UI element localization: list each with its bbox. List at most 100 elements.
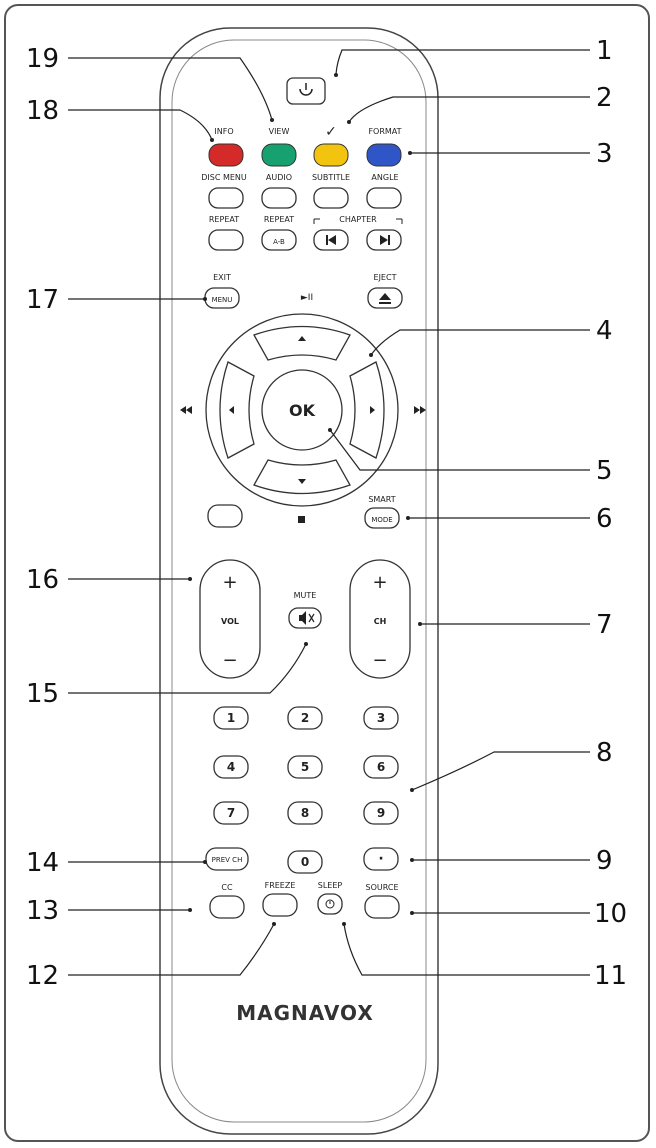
callout-2: 2 [596, 83, 613, 113]
view-label: VIEW [269, 127, 290, 136]
dot-label: · [378, 851, 383, 867]
skip-previous-icon [326, 235, 336, 245]
cc-label: CC [221, 883, 233, 892]
sleep-clock-icon [325, 899, 335, 909]
freeze-button[interactable] [262, 893, 298, 917]
disc-menu-button[interactable] [208, 187, 244, 209]
number-key-5[interactable] [287, 755, 323, 779]
format-label: FORMAT [368, 127, 401, 136]
dpad-left-button[interactable] [219, 361, 255, 459]
dpad-up-button[interactable] [253, 325, 351, 361]
sleep-label: SLEEP [318, 881, 343, 890]
number-key-4[interactable] [213, 755, 249, 779]
ok-button[interactable] [261, 369, 343, 451]
rewind-icon [180, 406, 192, 414]
callout-dots [188, 73, 422, 926]
number-key-3[interactable] [363, 706, 399, 730]
vol-label: VOL [221, 617, 239, 626]
number-key-0[interactable] [287, 850, 323, 874]
number-key-7[interactable] [213, 801, 249, 825]
callout-7: 7 [596, 610, 613, 640]
number-key-label: 7 [227, 806, 235, 820]
callout-8: 8 [596, 738, 613, 768]
callout-10: 10 [594, 899, 627, 929]
play-pause-label: ►II [301, 293, 313, 303]
chapter-label: CHAPTER [339, 215, 377, 224]
info-label: INFO [214, 127, 233, 136]
number-key-label: 1 [227, 711, 235, 725]
ab-key-label: A-B [273, 238, 285, 246]
ch-label: CH [374, 617, 387, 626]
freeze-label: FREEZE [265, 881, 296, 890]
callout-13: 13 [26, 896, 59, 926]
channel-rocker[interactable] [349, 559, 411, 679]
smart-mode-button[interactable] [364, 507, 400, 529]
mode-key-label: MODE [371, 516, 392, 524]
repeat-ab-button[interactable] [261, 229, 297, 251]
callout-5: 5 [596, 456, 613, 486]
callout-14: 14 [26, 848, 59, 878]
source-button[interactable] [364, 895, 400, 919]
angle-label: ANGLE [371, 173, 398, 182]
prev-ch-label: PREV CH [212, 856, 243, 864]
fast-forward-icon [414, 406, 426, 414]
right-arrow-icon [370, 406, 375, 414]
number-key-9[interactable] [363, 801, 399, 825]
volume-rocker[interactable] [199, 559, 261, 679]
red-info-button[interactable] [208, 143, 244, 167]
brand-logo: MAGNAVOX [236, 1001, 374, 1025]
number-key-6[interactable] [363, 755, 399, 779]
subtitle-button[interactable] [313, 187, 349, 209]
callout-16: 16 [26, 565, 59, 595]
dot-button[interactable] [363, 847, 399, 871]
power-icon [299, 83, 313, 96]
repeat-button[interactable] [208, 229, 244, 251]
remote-inner-outline [171, 39, 427, 1123]
eject-label: EJECT [374, 273, 397, 282]
down-arrow-icon [298, 479, 306, 484]
callout-3: 3 [596, 139, 613, 169]
subtitle-label: SUBTITLE [312, 173, 350, 182]
skip-next-icon [380, 235, 390, 245]
callout-9: 9 [596, 846, 613, 876]
number-key-8[interactable] [287, 801, 323, 825]
angle-button[interactable] [366, 187, 402, 209]
vol-plus-label: + [222, 572, 237, 593]
blue-format-button[interactable] [366, 143, 402, 167]
ch-minus-label: − [372, 650, 387, 671]
callout-6: 6 [596, 504, 613, 534]
callout-11: 11 [594, 961, 627, 991]
disc-menu-label: DISC MENU [201, 173, 247, 182]
number-key-1[interactable] [213, 706, 249, 730]
yellow-button[interactable] [313, 143, 349, 167]
mute-speaker-icon [299, 611, 315, 625]
repeat-ab-label: REPEAT [264, 215, 294, 224]
audio-label: AUDIO [266, 173, 292, 182]
blank-button[interactable] [207, 504, 243, 528]
number-key-label: 5 [301, 760, 309, 774]
audio-button[interactable] [261, 187, 297, 209]
check-label: ✓ [325, 124, 337, 140]
repeat-label: REPEAT [209, 215, 239, 224]
callout-19: 19 [26, 44, 59, 74]
callout-18: 18 [26, 96, 59, 126]
dpad-down-button[interactable] [253, 459, 351, 495]
vol-minus-label: − [222, 650, 237, 671]
eject-icon [379, 293, 391, 304]
number-key-label: 8 [301, 806, 309, 820]
power-button[interactable] [286, 77, 326, 105]
dpad-right-button[interactable] [349, 361, 385, 459]
number-key-label: 4 [227, 760, 235, 774]
callout-15: 15 [26, 679, 59, 709]
green-view-button[interactable] [261, 143, 297, 167]
number-key-label: 0 [301, 855, 309, 869]
up-arrow-icon [298, 336, 306, 341]
number-key-2[interactable] [287, 706, 323, 730]
smart-label: SMART [368, 495, 395, 504]
prev-ch-button[interactable] [205, 847, 249, 871]
callout-17: 17 [26, 285, 59, 315]
callout-12: 12 [26, 961, 59, 991]
cc-button[interactable] [209, 895, 245, 919]
callout-1: 1 [596, 36, 613, 66]
